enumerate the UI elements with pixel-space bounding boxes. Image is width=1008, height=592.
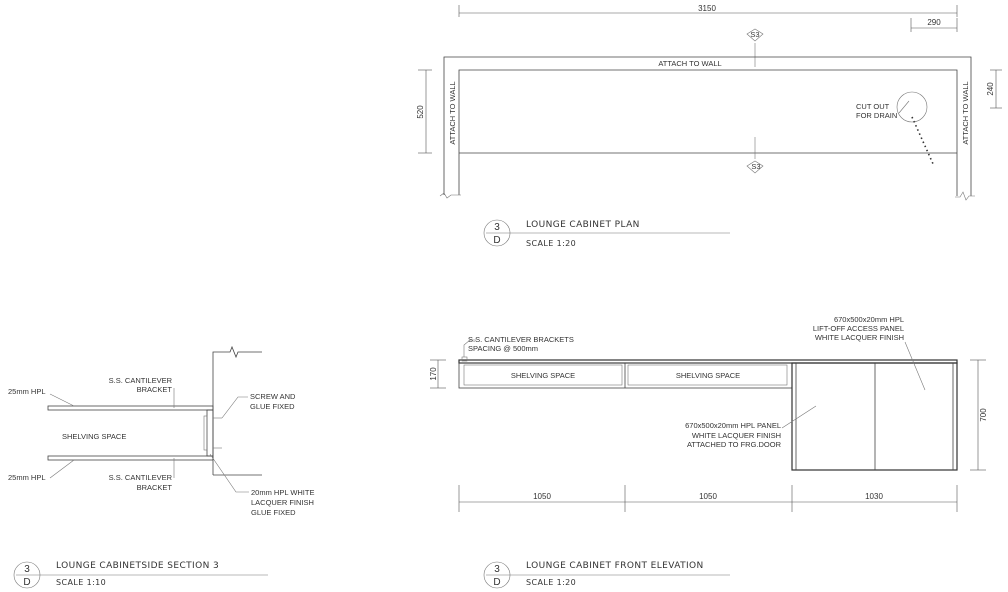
panel-leader xyxy=(904,341,926,391)
plan-scale: SCALE 1:20 xyxy=(526,239,576,248)
brackets-label-1: S.S. CANTILEVER BRACKETS xyxy=(468,335,574,344)
ref-num: 3 xyxy=(494,222,500,233)
section-mark-bottom: S3 xyxy=(751,162,760,171)
cutout-label-1: CUT OUT xyxy=(856,102,890,111)
wall-outline xyxy=(212,345,262,475)
door-label-2: WHITE LACQUER FINISH xyxy=(692,431,781,440)
hpl-top-panel xyxy=(47,405,214,411)
section-scale: SCALE 1:10 xyxy=(56,578,106,587)
cabinet-side-section: 25mm HPL 25mm HPL S.S. CANTILEVER BRACKE… xyxy=(8,345,314,589)
leader xyxy=(49,393,75,407)
drain-pipe-line xyxy=(911,116,935,167)
cutout-label-2: FOR DRAIN xyxy=(856,111,897,120)
dim-height-right: 700 xyxy=(979,408,988,422)
cabinet-plan: 3150 290 S3 ATTACH TO WALL ATTACH TO WAL… xyxy=(416,4,1002,248)
dim-b: 1050 xyxy=(699,492,717,501)
hpl-bottom-label: 25mm HPL xyxy=(8,473,46,482)
plan-inner-outline xyxy=(458,69,958,196)
finish-label-2: LACQUER FINISH xyxy=(251,498,314,507)
shelf-outline xyxy=(458,362,793,389)
ref-letter: D xyxy=(23,577,30,588)
screw-label-1: SCREW AND xyxy=(250,392,296,401)
bracket-bot-2: BRACKET xyxy=(137,483,173,492)
door-label-1: 670x500x20mm HPL PANEL xyxy=(685,421,781,430)
bracket-icon xyxy=(461,356,468,362)
break-line xyxy=(439,192,461,199)
dim-height-left: 170 xyxy=(429,367,438,381)
ref-num: 3 xyxy=(494,564,500,575)
screw-label-2: GLUE FIXED xyxy=(250,402,295,411)
dim-a: 1050 xyxy=(533,492,551,501)
bracket-plate xyxy=(203,415,208,451)
leader xyxy=(49,459,75,479)
door-leader xyxy=(781,405,817,429)
ref-letter: D xyxy=(493,577,500,588)
shelf-space-right xyxy=(627,364,788,386)
finish-label-1: 20mm HPL WHITE xyxy=(251,488,314,497)
bracket-top-1: S.S. CANTILEVER xyxy=(109,376,173,385)
attach-top: ATTACH TO WALL xyxy=(658,59,721,68)
dim-right: 290 xyxy=(927,18,941,27)
elevation-title: LOUNGE CABINET FRONT ELEVATION xyxy=(526,561,704,571)
hpl-bottom-panel xyxy=(47,455,214,461)
finish-label-3: GLUE FIXED xyxy=(251,508,296,517)
brackets-label-2: SPACING @ 500mm xyxy=(468,344,538,353)
bracket-bot-1: S.S. CANTILEVER xyxy=(109,473,173,482)
section-marker-icon xyxy=(746,160,764,174)
dim-c: 1030 xyxy=(865,492,883,501)
cabinet-body xyxy=(791,362,958,471)
leader xyxy=(221,396,248,419)
section-marker-icon xyxy=(746,28,764,42)
shelf-label-2: SHELVING SPACE xyxy=(676,371,740,380)
attach-left: ATTACH TO WALL xyxy=(448,81,457,144)
break-line xyxy=(955,191,975,201)
dim-depth: 520 xyxy=(416,105,425,119)
section-title: LOUNGE CABINETSIDE SECTION 3 xyxy=(56,561,219,571)
shelf-label-1: SHELVING SPACE xyxy=(511,371,575,380)
hpl-top-label: 25mm HPL xyxy=(8,387,46,396)
section-mark-top: S3 xyxy=(750,30,759,39)
shelf-space-left xyxy=(463,364,623,386)
bracket-leader xyxy=(463,339,476,357)
back-hpl-panel xyxy=(206,409,214,457)
panel-hpl-2: LIFT-OFF ACCESS PANEL xyxy=(813,324,904,333)
ref-num: 3 xyxy=(24,564,30,575)
drain-leader xyxy=(898,100,910,114)
leader xyxy=(209,453,249,493)
cabinet-front-elevation: SHELVING SPACE SHELVING SPACE S.S. CANTI… xyxy=(429,315,988,589)
dim-side: 240 xyxy=(986,82,995,96)
elevation-scale: SCALE 1:20 xyxy=(526,578,576,587)
drain-cutout-circle xyxy=(896,91,928,123)
bracket-top-2: BRACKET xyxy=(137,385,173,394)
panel-hpl-3: WHITE LACQUER FINISH xyxy=(815,333,904,342)
plan-title: LOUNGE CABINET PLAN xyxy=(526,220,640,230)
ref-letter: D xyxy=(493,235,500,246)
panel-hpl-1: 670x500x20mm HPL xyxy=(834,315,904,324)
dim-total: 3150 xyxy=(698,4,716,13)
plan-outer-outline xyxy=(443,56,972,196)
attach-right: ATTACH TO WALL xyxy=(961,81,970,144)
door-label-3: ATTACHED TO FRG.DOOR xyxy=(687,440,782,449)
shelving-label: SHELVING SPACE xyxy=(62,432,126,441)
